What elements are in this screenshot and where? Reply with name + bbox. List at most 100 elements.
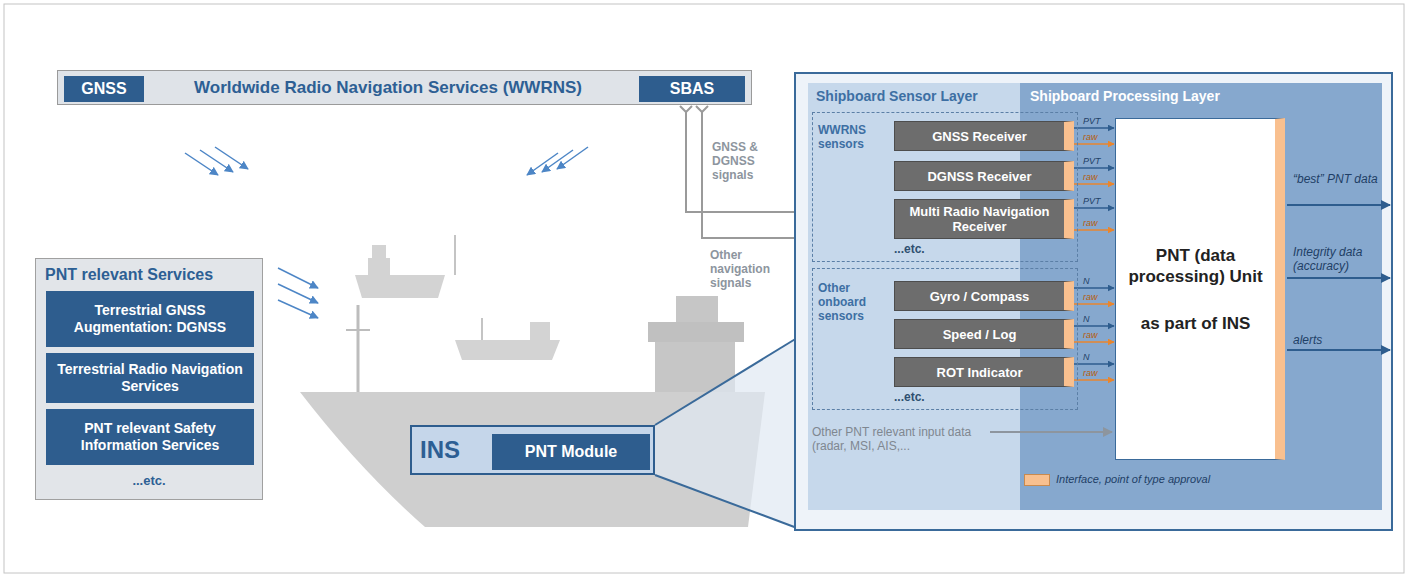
signal-connector <box>1074 207 1114 209</box>
ship-mast <box>481 318 483 340</box>
ship-bridge <box>648 322 744 342</box>
ship-mast <box>454 235 456 275</box>
sensor-box: Speed / Log <box>894 319 1074 349</box>
callout-line <box>655 475 797 528</box>
pnt-module-panel <box>795 73 1392 530</box>
node-text: ...etc. <box>894 242 994 256</box>
signal-connector <box>1074 287 1114 289</box>
signal-ray <box>278 300 318 318</box>
signal-connector <box>1074 183 1114 185</box>
signal-label: GNSS & DGNSS signals <box>712 140 782 182</box>
node-text: Worldwide Radio Navigation Services (WWR… <box>148 71 628 104</box>
signal-connector <box>1074 143 1114 145</box>
node-text: PNT Module <box>525 443 617 461</box>
node-text: ROT Indicator <box>937 365 1023 380</box>
antenna-symbol <box>680 106 692 128</box>
signal-ray <box>278 268 318 288</box>
output-arrow <box>1287 204 1390 206</box>
node-text: GNSS <box>81 80 126 98</box>
output-arrow <box>1287 277 1390 279</box>
edge-label: PVT <box>1083 196 1101 206</box>
ship-top-deck <box>676 296 718 322</box>
node-text: Other onboard sensors <box>818 281 890 323</box>
output-arrows <box>1287 205 1390 350</box>
signal-ray <box>185 153 218 175</box>
signal-connector <box>1074 127 1114 129</box>
signal-connector <box>1074 303 1114 305</box>
node-text: Multi Radio Navigation Receiver <box>901 204 1058 234</box>
output-arrow <box>1287 349 1390 351</box>
legend-swatch <box>1024 474 1050 486</box>
edge-label: raw <box>1083 292 1098 302</box>
edge-label: PVT <box>1083 156 1101 166</box>
input-label: Other PNT relevant input data (radar, MS… <box>812 425 990 453</box>
node-text: INS <box>420 427 490 473</box>
node-text: ...etc. <box>894 390 994 404</box>
service-box: Terrestrial GNSS Augmentation: DGNSS <box>46 291 254 347</box>
output-label: Integrity data (accuracy) <box>1293 245 1388 273</box>
signal-ray <box>215 147 248 169</box>
signal-connector <box>1074 341 1114 343</box>
callout-wedge <box>655 338 797 528</box>
edge-label: raw <box>1083 132 1098 142</box>
service-box: PNT relevant Safety Information Services <box>46 409 254 465</box>
picture-frame <box>4 4 1404 573</box>
module-box: PNT Module <box>492 434 650 470</box>
antenna <box>680 106 804 238</box>
node-text: Shipboard Sensor Layer <box>816 88 1016 104</box>
layer-band: PNT (data processing) Unit as part of INS… <box>1020 83 1382 510</box>
node-text: SBAS <box>670 80 714 98</box>
sensor-box: DGNSS Receiver <box>894 161 1074 191</box>
signal-connector <box>1074 379 1114 381</box>
processing-unit: PNT (data processing) Unit as part of INS <box>1115 118 1285 460</box>
node-text: Terrestrial Radio Navigation Services <box>52 361 248 395</box>
node-text: PNT (data processing) Unit <box>1122 245 1269 287</box>
sensor-box: ROT Indicator <box>894 357 1074 387</box>
node-text: Shipboard Processing Layer <box>1030 88 1370 104</box>
small-ship <box>355 235 455 298</box>
node-text: as part of INS <box>1141 313 1251 334</box>
output-label: alerts <box>1293 333 1385 347</box>
edge-label: N <box>1083 276 1090 286</box>
signal-ray <box>200 150 233 172</box>
node-text: Gyro / Compass <box>930 289 1030 304</box>
ship-cabin <box>530 322 550 340</box>
sensor-box: Gyro / Compass <box>894 281 1074 311</box>
sensor-group: GNSS ReceiverDGNSS ReceiverMulti Radio N… <box>812 112 1078 262</box>
node-text: DGNSS Receiver <box>927 169 1031 184</box>
callout-line <box>655 338 797 425</box>
ins-box: PNT Module INS <box>410 425 655 475</box>
legend-text: Interface, point of type approval <box>1056 473 1210 485</box>
signal-ray <box>527 153 558 175</box>
node-text: PNT relevant Safety Information Services <box>52 420 248 454</box>
ship-mast-bar <box>346 329 370 331</box>
signal-connector <box>1074 167 1114 169</box>
node-text: GNSS Receiver <box>932 129 1027 144</box>
ship-mast <box>357 305 360 392</box>
edge-label: raw <box>1083 218 1098 228</box>
node-text: PNT relevant Services <box>45 266 255 284</box>
edge-label: N <box>1083 352 1090 362</box>
small-ship <box>455 318 560 360</box>
ship-hull <box>355 275 445 298</box>
node-text: WWRNS sensors <box>818 123 890 151</box>
output-label: “best” PNT data <box>1293 172 1385 186</box>
edge-label: raw <box>1083 330 1098 340</box>
sensor-box: Multi Radio Navigation Receiver <box>894 199 1074 239</box>
services-panel: Terrestrial GNSS Augmentation: DGNSS Terr… <box>35 258 263 500</box>
service-box: Terrestrial Radio Navigation Services <box>46 353 254 403</box>
sensor-group: Gyro / CompassSpeed / LogROT Indicator Ot… <box>812 268 1078 410</box>
ship-cabin <box>368 258 390 275</box>
signal-connector <box>1074 229 1114 231</box>
node-text: Terrestrial GNSS Augmentation: DGNSS <box>52 302 248 336</box>
edge-label: N <box>1083 314 1090 324</box>
signal-connector <box>1074 325 1114 327</box>
signal-line <box>702 128 804 238</box>
antenna-symbol <box>696 106 708 128</box>
edge-label: raw <box>1083 172 1098 182</box>
processing-layer-band <box>1020 83 1382 510</box>
service-box: GNSS <box>64 76 144 102</box>
edge-label: raw <box>1083 368 1098 378</box>
node-text: ...etc. <box>36 473 262 488</box>
signal-line <box>686 128 804 212</box>
